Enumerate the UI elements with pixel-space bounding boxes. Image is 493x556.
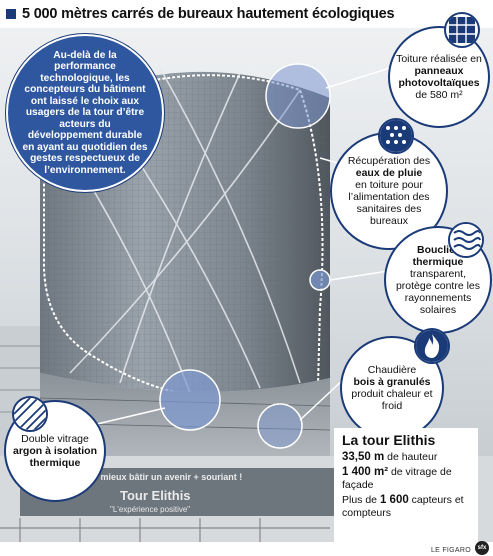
title-marker (6, 9, 16, 19)
shield-highlight (309, 269, 331, 291)
photo-sign-sub: "L'expérience positive" (110, 505, 190, 514)
solar-panel-icon (444, 12, 480, 48)
title-bar: 5 000 mètres carrés de bureaux hautement… (0, 0, 493, 28)
photo-sign-name: Tour Elithis (120, 488, 191, 503)
glazing-highlight (159, 369, 221, 431)
thermal-shield-callout: Bouclier thermique transparent, protège … (384, 226, 492, 334)
fact-glass: 1 400 m² de vitrage de façade (342, 466, 452, 491)
heat-waves-icon (448, 222, 484, 258)
roof-highlight (265, 63, 331, 129)
credit-badge: sfx (475, 541, 489, 555)
fact-height: 33,50 m de hauteur (342, 450, 438, 463)
base-highlight (257, 403, 303, 449)
credit: LE FIGARO (430, 547, 471, 554)
flame-icon (414, 328, 450, 364)
fact-sensors: Plus de 1 600 capteurs et compteurs (342, 494, 464, 519)
page-title: 5 000 mètres carrés de bureaux hautement… (22, 6, 395, 22)
intro-circle: Au-delà de la performance technologique,… (6, 34, 164, 192)
facts-panel: La tour Elithis 33,50 m de hauteur 1 400… (334, 428, 478, 546)
rain-drops-icon (378, 118, 414, 154)
photo-banner: Je innove pour mieux bâtir un avenir + s… (34, 472, 242, 482)
hatched-glass-icon (12, 396, 48, 432)
glazing-callout: Double vitrage argon à isolation thermiq… (4, 400, 106, 502)
intro-text: Au-delà de la performance technologique,… (22, 49, 148, 176)
facts-title: La tour Elithis (342, 432, 436, 448)
